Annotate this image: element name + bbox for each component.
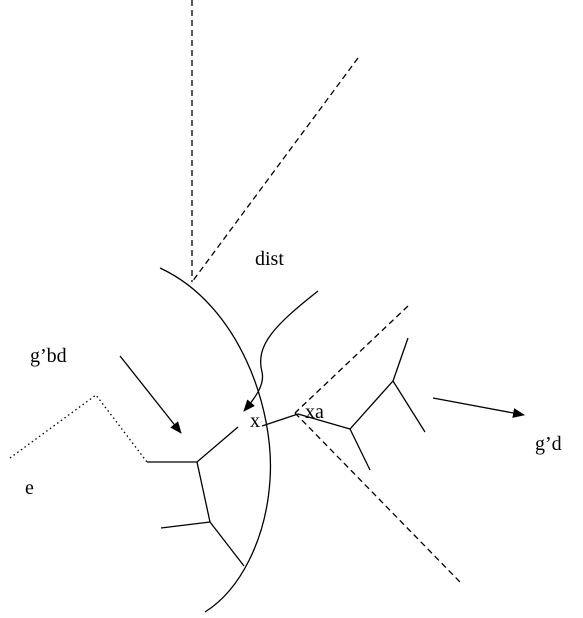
label-xa: xa xyxy=(305,401,324,423)
left-tree-lower-left-branch xyxy=(160,521,211,529)
label-x: x xyxy=(250,410,260,432)
dashed-upper-right-line xyxy=(294,305,409,414)
left-tree-lower-right-branch xyxy=(209,521,245,567)
label-dist: dist xyxy=(255,248,284,270)
dist-curved-arrow xyxy=(243,290,319,412)
left-tree-upper-branch xyxy=(147,426,239,463)
left-tree-stem xyxy=(196,461,211,523)
right-tree-side-branch xyxy=(392,380,426,433)
label-e: e xyxy=(25,477,34,499)
dotted-boundary-path xyxy=(9,394,148,463)
dashed-diagonal-line xyxy=(191,57,359,283)
label-gd: g’d xyxy=(535,433,562,455)
right-tree-lower-branch xyxy=(349,428,371,471)
gd-arrow xyxy=(432,397,525,418)
right-tree-upper-branch xyxy=(392,337,409,382)
label-gbd: g’bd xyxy=(30,345,67,367)
boundary-arc xyxy=(159,267,272,613)
dashed-lower-right-line xyxy=(294,412,461,583)
x-to-xa-segment xyxy=(261,413,299,427)
gbd-arrow xyxy=(119,355,182,434)
